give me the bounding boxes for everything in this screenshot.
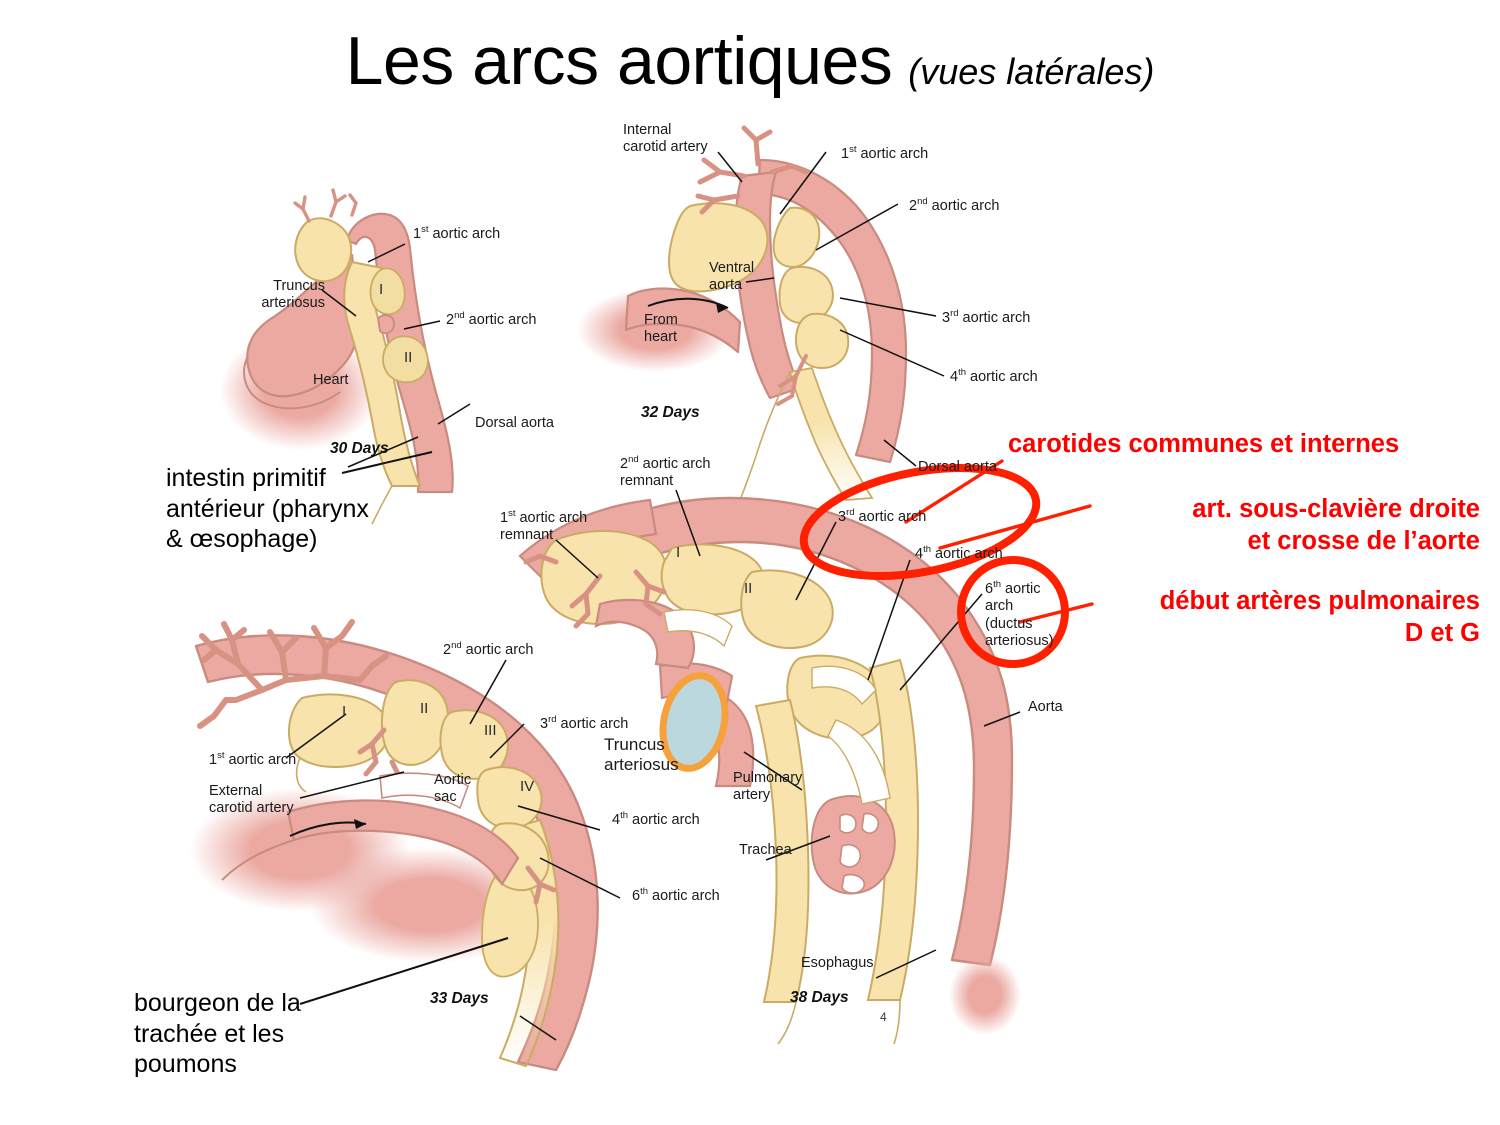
red-leader-lines <box>904 459 1094 624</box>
highlight-ellipse-truncus <box>659 672 729 772</box>
pouch-roman-III-p33: III <box>484 722 497 739</box>
ann-sous-claviere: art. sous-clavière droite et crosse de l… <box>1192 495 1480 555</box>
label-2nd-aortic-arch-p33: 2nd aortic arch <box>443 640 534 658</box>
ann-intestin-primitif: intestin primitif antérieur (pharynx & œ… <box>166 464 369 553</box>
pouch-roman-II-p38: II <box>744 580 753 597</box>
ann-bourgeon-trachee: bourgeon de la trachée et les poumons <box>134 989 301 1078</box>
label-6th-aortic-arch-p33: 6th aortic arch <box>632 886 720 904</box>
panel-32-days-art <box>577 125 945 501</box>
panel-38-days-art <box>518 489 1021 1045</box>
stage-label-32-days: 32 Days <box>641 404 700 421</box>
label-4th-aortic-arch-p33: 4th aortic arch <box>612 810 700 828</box>
label-trachea-p38: Trachea <box>739 842 792 858</box>
label-heart-p30: Heart <box>313 372 349 388</box>
label-4th-aortic-arch-p38: 4th aortic arch <box>915 544 1003 562</box>
page-number: 4 <box>880 1010 887 1024</box>
label-3rd-aortic-arch-p33: 3rd aortic arch <box>540 714 629 732</box>
panel-30-days-art <box>220 188 471 525</box>
label-dorsal-aorta-p32: Dorsal aorta <box>918 459 997 475</box>
label-1st-aortic-arch-p33: 1st aortic arch <box>209 750 297 768</box>
stage-label-38-days: 38 Days <box>790 989 849 1006</box>
panel-33-days-art <box>190 619 621 1072</box>
ann-carotides: carotides communes et internes <box>1008 430 1400 458</box>
pouch-roman-I-p38: I <box>676 544 681 561</box>
label-dorsal-aorta-p30: Dorsal aorta <box>475 415 554 431</box>
highlight-ellipse-carotids <box>799 464 1041 580</box>
ann-pulmonaires: début artères pulmonaires D et G <box>1159 587 1480 647</box>
highlight-overlays <box>659 459 1094 772</box>
label-1st-aortic-arch-p32: 1st aortic arch <box>841 144 929 162</box>
label-3rd-aortic-arch-p38: 3rd aortic arch <box>838 507 927 525</box>
label-aorta-p38: Aorta <box>1028 699 1063 715</box>
label-2nd-aortic-arch-p32: 2nd aortic arch <box>909 196 1000 214</box>
label-2nd-aortic-arch-p30: 2nd aortic arch <box>446 310 537 328</box>
french-leader-lines <box>299 451 509 1005</box>
stage-label-33-days: 33 Days <box>430 990 489 1007</box>
pouch-roman-II-p33: II <box>420 700 429 717</box>
label-4th-aortic-arch-p32: 4th aortic arch <box>950 367 1038 385</box>
pouch-roman-I-p30: I <box>379 281 384 298</box>
stage-label-30-days: 30 Days <box>330 440 389 457</box>
pouch-roman-IV-p33: IV <box>520 778 535 795</box>
pouch-roman-I-p33: I <box>342 703 347 720</box>
pouch-roman-II-p30: II <box>404 349 413 366</box>
label-3rd-aortic-arch-p32: 3rd aortic arch <box>942 308 1031 326</box>
label-1st-aortic-arch-p30: 1st aortic arch <box>413 224 501 242</box>
label-esophagus-p38: Esophagus <box>801 955 874 971</box>
